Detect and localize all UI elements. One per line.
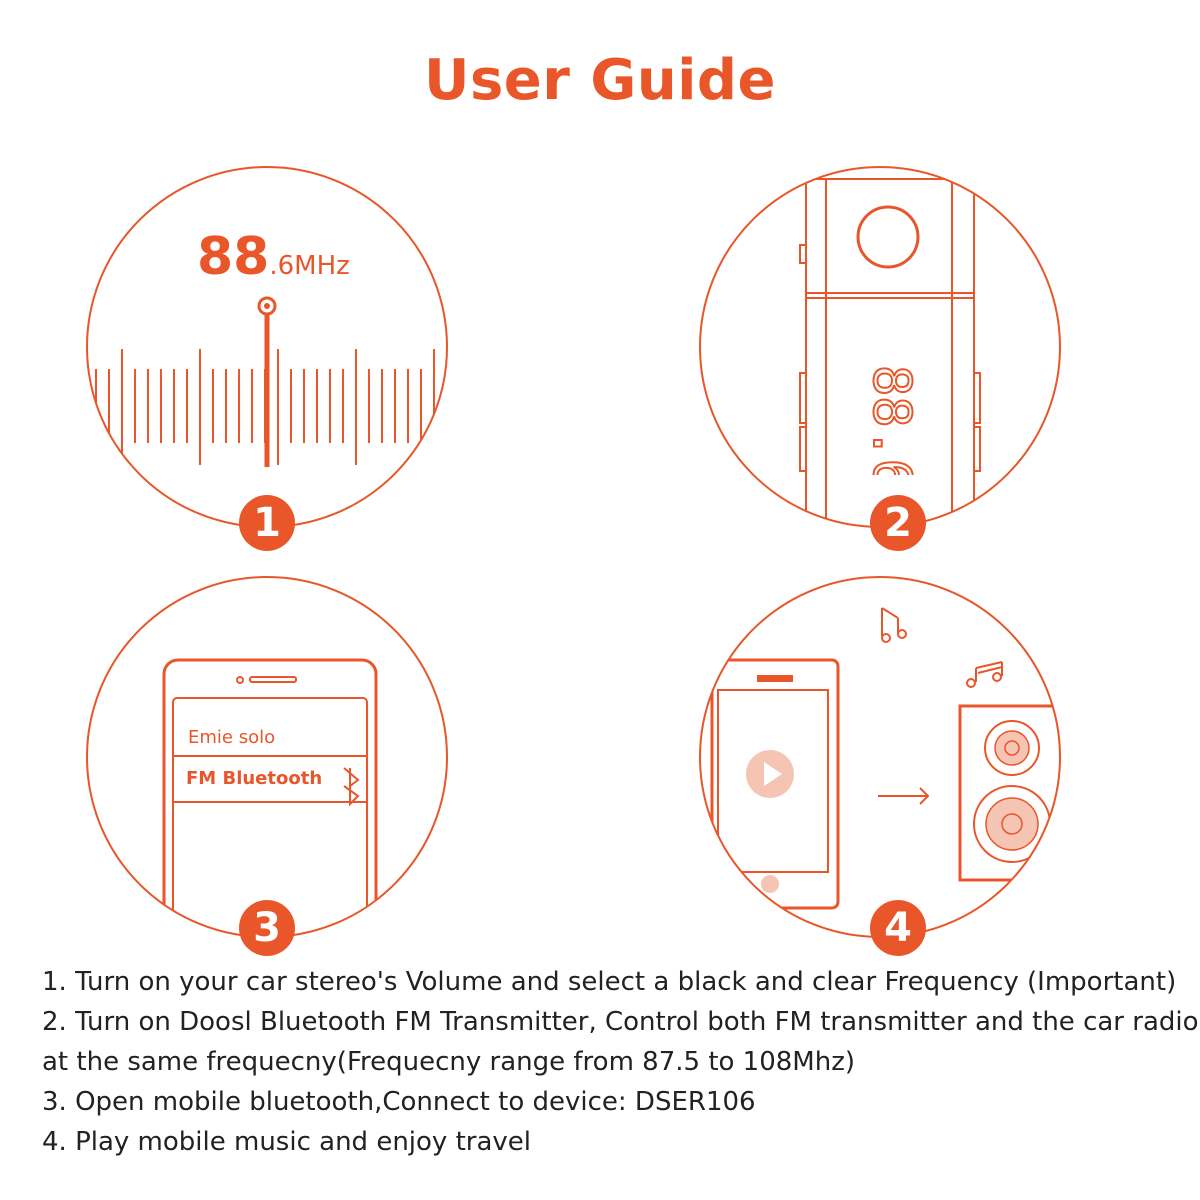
bluetooth-icon — [343, 767, 360, 807]
instruction-line-3: at the same frequecny(Frequecny range fr… — [42, 1047, 856, 1077]
device-list-item-selected[interactable]: FM Bluetooth — [186, 768, 323, 789]
music-note-icon — [881, 607, 907, 643]
frequency-dial-illustration — [86, 166, 448, 528]
frequency-main: 88 — [197, 227, 270, 287]
step-badge-4: 4 — [870, 900, 926, 956]
step-three-panel: Emie solo FM Bluetooth 3 — [82, 572, 452, 956]
instruction-line-4: 3. Open mobile bluetooth,Connect to devi… — [42, 1087, 756, 1117]
step-one-panel: 88.6MHz 1 — [82, 165, 452, 551]
led-display: 88.6 — [860, 365, 918, 475]
device-list-item-other[interactable]: Emie solo — [188, 727, 276, 748]
page-title: User Guide — [424, 48, 776, 113]
step-badge-2: 2 — [870, 495, 926, 551]
transmitter-device-illustration — [699, 166, 1061, 528]
instruction-line-2: 2. Turn on Doosl Bluetooth FM Transmitte… — [42, 1007, 1199, 1037]
step-badge-1: 1 — [239, 495, 295, 551]
instructions-text: 1. Turn on your car stereo's Volume and … — [42, 962, 1199, 1162]
step-four-panel: 4 — [698, 572, 1068, 956]
phone-bluetooth-illustration — [86, 576, 448, 938]
step-badge-3: 3 — [239, 900, 295, 956]
music-playback-illustration — [699, 576, 1061, 938]
step-two-panel: 88.6 2 — [698, 165, 1068, 551]
music-note-icon-2 — [966, 661, 1003, 688]
instruction-line-1: 1. Turn on your car stereo's Volume and … — [42, 967, 1177, 997]
instruction-line-5: 4. Play mobile music and enjoy travel — [42, 1127, 531, 1157]
frequency-unit: .6MHz — [269, 251, 350, 281]
svg-text:88.6: 88.6 — [861, 365, 918, 475]
frequency-readout: 88.6MHz — [197, 227, 350, 287]
speaker-tweeter-icon — [984, 720, 1040, 776]
